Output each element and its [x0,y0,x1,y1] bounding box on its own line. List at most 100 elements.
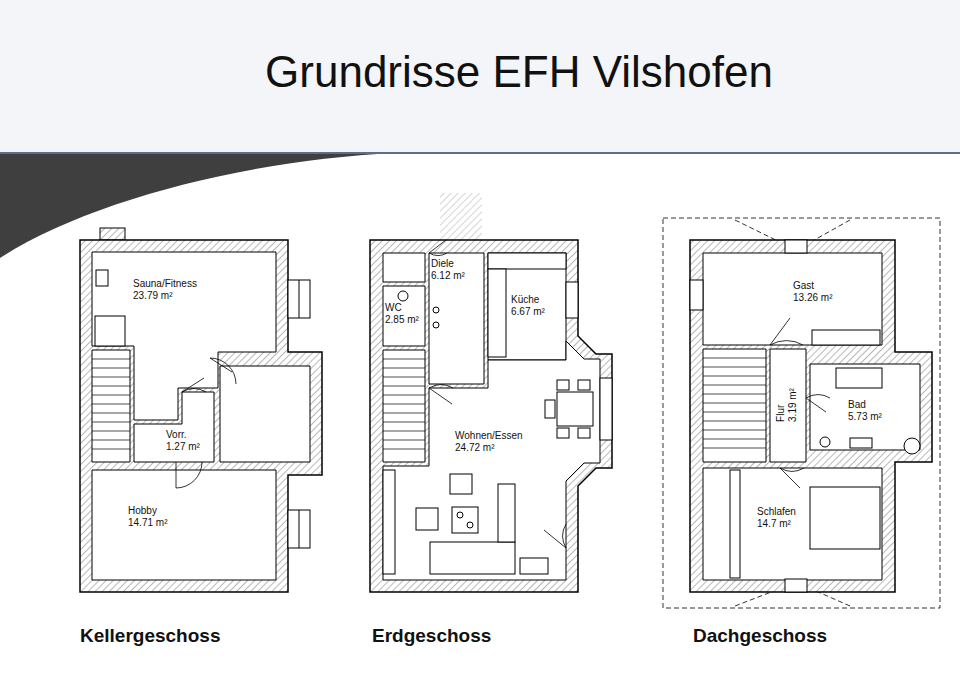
wc-bowl [398,291,408,301]
floor-plan: Diele6.12 m² WC2.85 m² Küche6.67 m² Wohnen/… [360,210,625,655]
room-outline [488,253,566,360]
wardrobe [730,470,740,578]
door-swing [770,318,803,345]
floor-heading: Erdgeschoss [372,625,491,647]
floor-heading: Dachgeschoss [693,625,827,647]
plant [467,522,473,528]
room-outline [134,392,214,462]
room-area: 14.7 m² [757,518,796,530]
room-area: 3.19 m² [787,388,799,422]
room-label: Schlafen14.7 m² [757,506,796,530]
chair [578,380,590,390]
attic-plan [663,218,940,608]
sauna-stove [96,270,108,286]
room-area: 5.73 m² [848,411,882,423]
room-outline [810,364,920,450]
floor-plan: Gast13.26 m² Flur3.19 m² Bad5.73 m² Schlafe… [655,210,945,655]
room-outline [429,253,484,384]
armchair [450,474,472,494]
outer-wall [370,240,612,592]
room-outline [770,349,806,462]
room-outline [383,341,600,580]
stair-treads [383,359,425,449]
header-rule [0,152,960,154]
door-swing [176,462,202,488]
dining-table [557,392,593,426]
door-swing [429,385,453,404]
window [288,510,310,548]
bed [810,487,880,549]
stair-treads [703,358,766,448]
room-area: 6.67 m² [511,306,545,318]
window [690,280,703,310]
room-label: Sauna/Fitness23.79 m² [133,278,197,302]
room-outline [383,286,425,346]
wardrobe [812,330,880,345]
room-label: Vorr.1.27 m² [166,429,200,453]
door-swing [429,240,447,255]
roof-outline [663,218,940,608]
room-name: Schlafen [757,506,796,518]
ground-floor-plan [370,193,612,592]
room-area: 23.79 m² [133,290,197,302]
window-pane [299,280,300,318]
chair [545,400,555,418]
door-swing [182,378,206,392]
door-swing [544,524,566,548]
room-name: Gast [793,280,832,292]
room-outline [703,468,882,580]
room-name: Hobby [128,505,167,517]
window [785,240,807,253]
sofa [430,542,515,574]
chimney [100,228,125,240]
closet-outline [383,253,425,282]
window [288,280,310,318]
room-name: Flur [775,388,787,422]
coat-hook [433,307,439,313]
room-label: WC2.85 m² [385,302,419,326]
chair [578,428,590,438]
outer-wall [80,240,322,592]
room-area: 13.26 m² [793,292,832,304]
stair-outline [703,349,766,462]
basement-plan [80,228,322,592]
shower [904,438,920,454]
room-name: Wohnen/Essen [455,430,523,442]
sideboard [520,558,548,574]
room-name: Küche [511,294,545,306]
room-outline [220,366,310,462]
armchair [416,508,438,530]
room-area: 1.27 m² [166,441,200,453]
coat-hook [433,322,439,328]
room-label: Küche6.67 m² [511,294,545,318]
chair [557,428,569,438]
window [566,282,578,318]
room-area: 24.72 m² [455,442,523,454]
page-title: Grundrisse EFH Vilshofen [79,50,959,94]
room-label: Diele6.12 m² [431,258,465,282]
outer-wall [690,240,932,592]
chair [557,380,569,390]
room-area: 14.71 m² [128,517,167,529]
room-label: Bad5.73 m² [848,399,882,423]
door-swing [806,395,830,412]
room-label: Flur3.19 m² [775,388,799,422]
room-area: 2.85 m² [385,314,419,326]
plant [457,512,463,518]
room-name: Vorr. [166,429,200,441]
washbasin [850,438,872,448]
cabinet [383,470,395,574]
door-swing [210,358,236,384]
floor-heading: Kellergeschoss [80,625,220,647]
kitchen-counter [488,253,566,269]
room-name: Bad [848,399,882,411]
stair-treads [92,359,130,449]
room-name: WC [385,302,419,314]
toilet [820,437,830,447]
fitness-device [95,316,125,346]
stair-outline [383,350,425,462]
room-area: 6.12 m² [431,270,465,282]
entrance-canopy [440,193,482,240]
window [785,579,807,592]
